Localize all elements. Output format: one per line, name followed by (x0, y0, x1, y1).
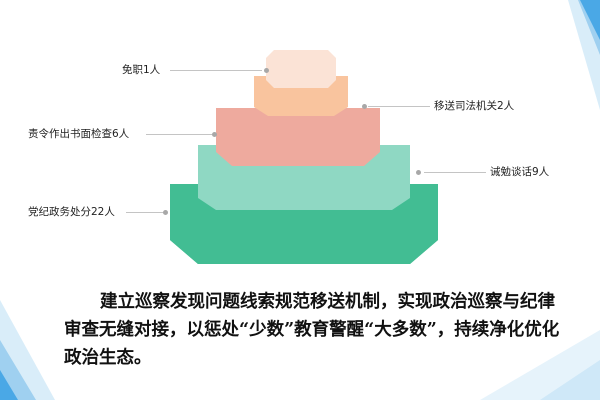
label-level-2: 移送司法机关2人 (434, 100, 515, 112)
label-level-5: 党纪政务处分22人 (28, 206, 115, 218)
bottom-left-decoration (0, 300, 55, 400)
top-right-decoration (568, 0, 600, 110)
leader-dot-3 (212, 132, 217, 137)
leader-line-1 (170, 70, 262, 71)
label-level-3: 责令作出书面检查6人 (28, 128, 130, 140)
leader-dot-4 (416, 170, 421, 175)
leader-line-5 (126, 212, 164, 213)
leader-dot-1 (264, 68, 269, 73)
leader-dot-2 (362, 104, 367, 109)
description-paragraph: 建立巡察发现问题线索规范移送机制，实现政治巡察与纪律审查无缝对接，以惩处“少数”… (64, 292, 560, 368)
pyramid-tier-top (266, 50, 336, 88)
leader-line-2 (368, 106, 430, 107)
pyramid-diagram (170, 50, 438, 264)
bottom-right-decoration (480, 330, 600, 400)
pyramid-tier-3 (216, 108, 380, 166)
leader-dot-5 (163, 210, 168, 215)
label-level-1: 免职1人 (122, 64, 161, 76)
leader-line-3 (146, 134, 212, 135)
leader-line-4 (424, 172, 486, 173)
label-level-4: 诫勉谈话9人 (490, 166, 550, 178)
